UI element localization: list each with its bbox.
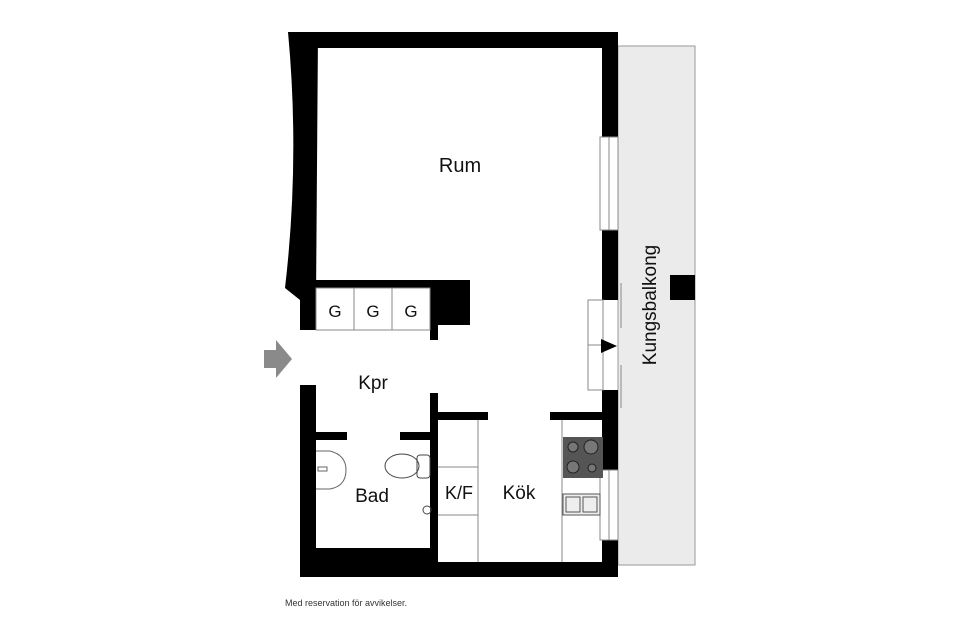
shower-tap-icon <box>422 505 432 515</box>
room-label-kitchen: Kök <box>503 483 536 504</box>
room-label-living: Rum <box>439 155 481 177</box>
room-label-fridge: K/F <box>445 483 473 503</box>
disclaimer-text: Med reservation för avvikelser. <box>285 598 408 608</box>
kitchen-sink-icon <box>562 493 601 516</box>
door-arrow-icon <box>601 339 617 353</box>
toilet-icon <box>384 453 431 479</box>
walls <box>285 32 618 577</box>
closet-label: G <box>404 302 417 321</box>
balcony-label: Kungsbalkong <box>640 245 661 365</box>
closet-label: G <box>366 302 379 321</box>
sink-icon <box>316 450 347 490</box>
windows <box>599 136 619 541</box>
room-label-bath: Bad <box>355 486 389 507</box>
entrance-arrow-icon <box>264 340 292 378</box>
stove-icon <box>563 437 603 478</box>
room-label-hall: Kpr <box>358 373 388 394</box>
kitchen-fixtures <box>438 420 563 562</box>
closets <box>315 287 431 331</box>
closet-label: G <box>328 302 341 321</box>
balcony-pillar <box>670 275 695 300</box>
balcony <box>617 45 696 566</box>
